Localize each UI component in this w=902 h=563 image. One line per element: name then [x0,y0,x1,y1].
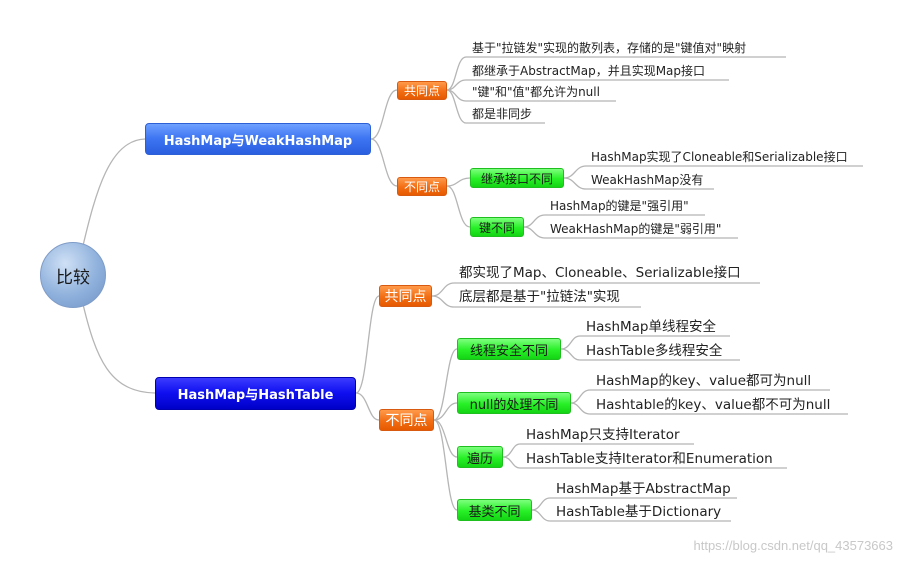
b2-diff-group-null-handling[interactable]: null的处理不同 [457,392,571,414]
b2-diff-group-iteration[interactable]: 遍历 [457,446,503,468]
b1-diff-node[interactable]: 不同点 [397,177,447,196]
b2-g2-item-1: HashMap的key、value都可为null [596,373,812,389]
root-node[interactable]: 比较 [40,242,106,308]
b2-g3-item-2: HashTable支持Iterator和Enumeration [526,451,773,467]
b1-g1-item-2: WeakHashMap没有 [591,173,704,187]
node-label: 线程安全不同 [469,343,548,359]
node-label: 继承接口不同 [480,171,553,186]
b2-common-item-2: 底层都是基于"拉链法"实现 [459,289,620,305]
b2-g4-item-1: HashMap基于AbstractMap [556,481,731,497]
b2-diff-group-base-class[interactable]: 基类不同 [457,499,532,521]
b2-common-item-1: 都实现了Map、Cloneable、Serializable接口 [459,265,741,281]
b2-g2-item-2: Hashtable的key、value都不可为null [596,397,831,413]
branch-hashmap-weakhashmap[interactable]: HashMap与WeakHashMap [145,123,371,155]
b1-g1-item-1: HashMap实现了Cloneable和Serializable接口 [591,150,848,164]
node-label: 遍历 [466,451,493,467]
node-label: 不同点 [403,180,440,194]
node-label: 共同点 [403,84,440,98]
node-label: 基类不同 [468,504,521,520]
b2-g4-item-2: HashTable基于Dictionary [556,504,722,520]
branch-hashmap-hashtable[interactable]: HashMap与HashTable [155,377,356,410]
b1-common-node[interactable]: 共同点 [397,81,447,100]
branch-label: HashMap与WeakHashMap [163,133,353,149]
b1-common-item-3: "键"和"值"都允许为null [472,85,600,99]
b1-diff-group-interface[interactable]: 继承接口不同 [470,168,564,188]
b2-g1-item-2: HashTable多线程安全 [586,343,723,359]
watermark: https://blog.csdn.net/qq_43573663 [693,538,894,553]
b1-g2-item-1: HashMap的键是"强引用" [550,199,689,213]
b2-common-node[interactable]: 共同点 [379,285,432,307]
b2-diff-group-thread-safety[interactable]: 线程安全不同 [457,338,561,360]
node-label: 键不同 [478,220,515,235]
b1-g2-item-2: WeakHashMap的键是"弱引用" [550,222,722,236]
node-label: 共同点 [384,289,427,305]
b1-common-item-2: 都继承于AbstractMap，并且实现Map接口 [472,64,706,78]
b1-diff-group-key[interactable]: 键不同 [470,217,524,237]
b2-diff-node[interactable]: 不同点 [379,409,434,431]
node-label: 不同点 [385,413,428,429]
b2-g1-item-1: HashMap单线程安全 [586,319,717,335]
root-label: 比较 [56,267,90,288]
b2-g3-item-1: HashMap只支持Iterator [526,427,680,443]
branch-label: HashMap与HashTable [177,388,334,403]
node-label: null的处理不同 [469,397,559,413]
b1-common-item-4: 都是非同步 [472,107,533,121]
b1-common-item-1: 基于"拉链发"实现的散列表，存储的是"键值对"映射 [472,41,747,55]
